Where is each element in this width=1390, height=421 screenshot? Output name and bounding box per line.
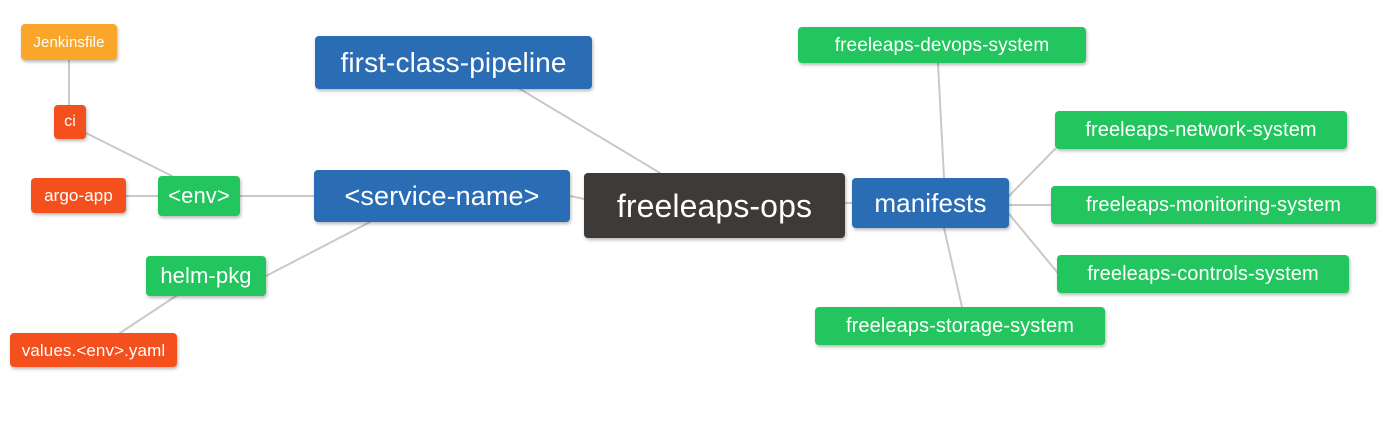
edge-manifests-to-freeleaps-storage-system <box>943 227 963 308</box>
node-label-ci: ci <box>64 113 76 130</box>
node-label-freeleaps-storage-system: freeleaps-storage-system <box>845 315 1075 337</box>
node-freeleaps-devops-system[interactable]: freeleaps-devops-system <box>798 27 1086 63</box>
edge-manifests-to-freeleaps-devops-system <box>937 62 945 179</box>
node-service-name[interactable]: <service-name> <box>314 170 570 222</box>
node-env[interactable]: <env> <box>158 176 240 216</box>
node-jenkinsfile[interactable]: Jenkinsfile <box>21 24 117 60</box>
edge-first-class-pipeline-to-freeleaps-ops <box>519 88 661 174</box>
node-label-freeleaps-ops: freeleaps-ops <box>616 187 813 224</box>
node-freeleaps-monitoring-system[interactable]: freeleaps-monitoring-system <box>1051 186 1376 224</box>
node-first-class-pipeline[interactable]: first-class-pipeline <box>315 36 592 89</box>
node-label-jenkinsfile: Jenkinsfile <box>33 33 105 51</box>
node-label-service-name: <service-name> <box>344 180 540 211</box>
edge-manifests-to-freeleaps-network-system <box>1008 148 1056 197</box>
node-freeleaps-storage-system[interactable]: freeleaps-storage-system <box>815 307 1105 345</box>
node-label-values-env-yaml: values.<env>.yaml <box>21 340 166 360</box>
node-helm-pkg[interactable]: helm-pkg <box>146 256 266 296</box>
node-label-freeleaps-monitoring-system: freeleaps-monitoring-system <box>1085 194 1341 216</box>
node-label-argo-app: argo-app <box>44 186 113 205</box>
edge-helm-pkg-to-values-env-yaml <box>119 295 177 334</box>
node-label-env: <env> <box>168 183 230 208</box>
edge-manifests-to-freeleaps-controls-system <box>1008 213 1058 273</box>
node-label-freeleaps-devops-system: freeleaps-devops-system <box>834 34 1050 56</box>
node-label-manifests: manifests <box>874 188 987 218</box>
node-label-helm-pkg: helm-pkg <box>160 263 252 288</box>
node-ci[interactable]: ci <box>54 105 86 139</box>
node-freeleaps-network-system[interactable]: freeleaps-network-system <box>1055 111 1347 149</box>
node-label-freeleaps-network-system: freeleaps-network-system <box>1085 119 1317 141</box>
node-label-freeleaps-controls-system: freeleaps-controls-system <box>1087 263 1319 285</box>
node-freeleaps-ops[interactable]: freeleaps-ops <box>584 173 845 238</box>
node-label-first-class-pipeline: first-class-pipeline <box>340 46 567 78</box>
node-manifests[interactable]: manifests <box>852 178 1009 228</box>
edge-service-name-to-helm-pkg <box>265 221 371 277</box>
node-values-env-yaml[interactable]: values.<env>.yaml <box>10 333 177 367</box>
edge-service-name-to-freeleaps-ops <box>569 195 585 200</box>
node-argo-app[interactable]: argo-app <box>31 178 126 213</box>
node-freeleaps-controls-system[interactable]: freeleaps-controls-system <box>1057 255 1349 293</box>
edge-ci-to-env <box>85 132 173 177</box>
